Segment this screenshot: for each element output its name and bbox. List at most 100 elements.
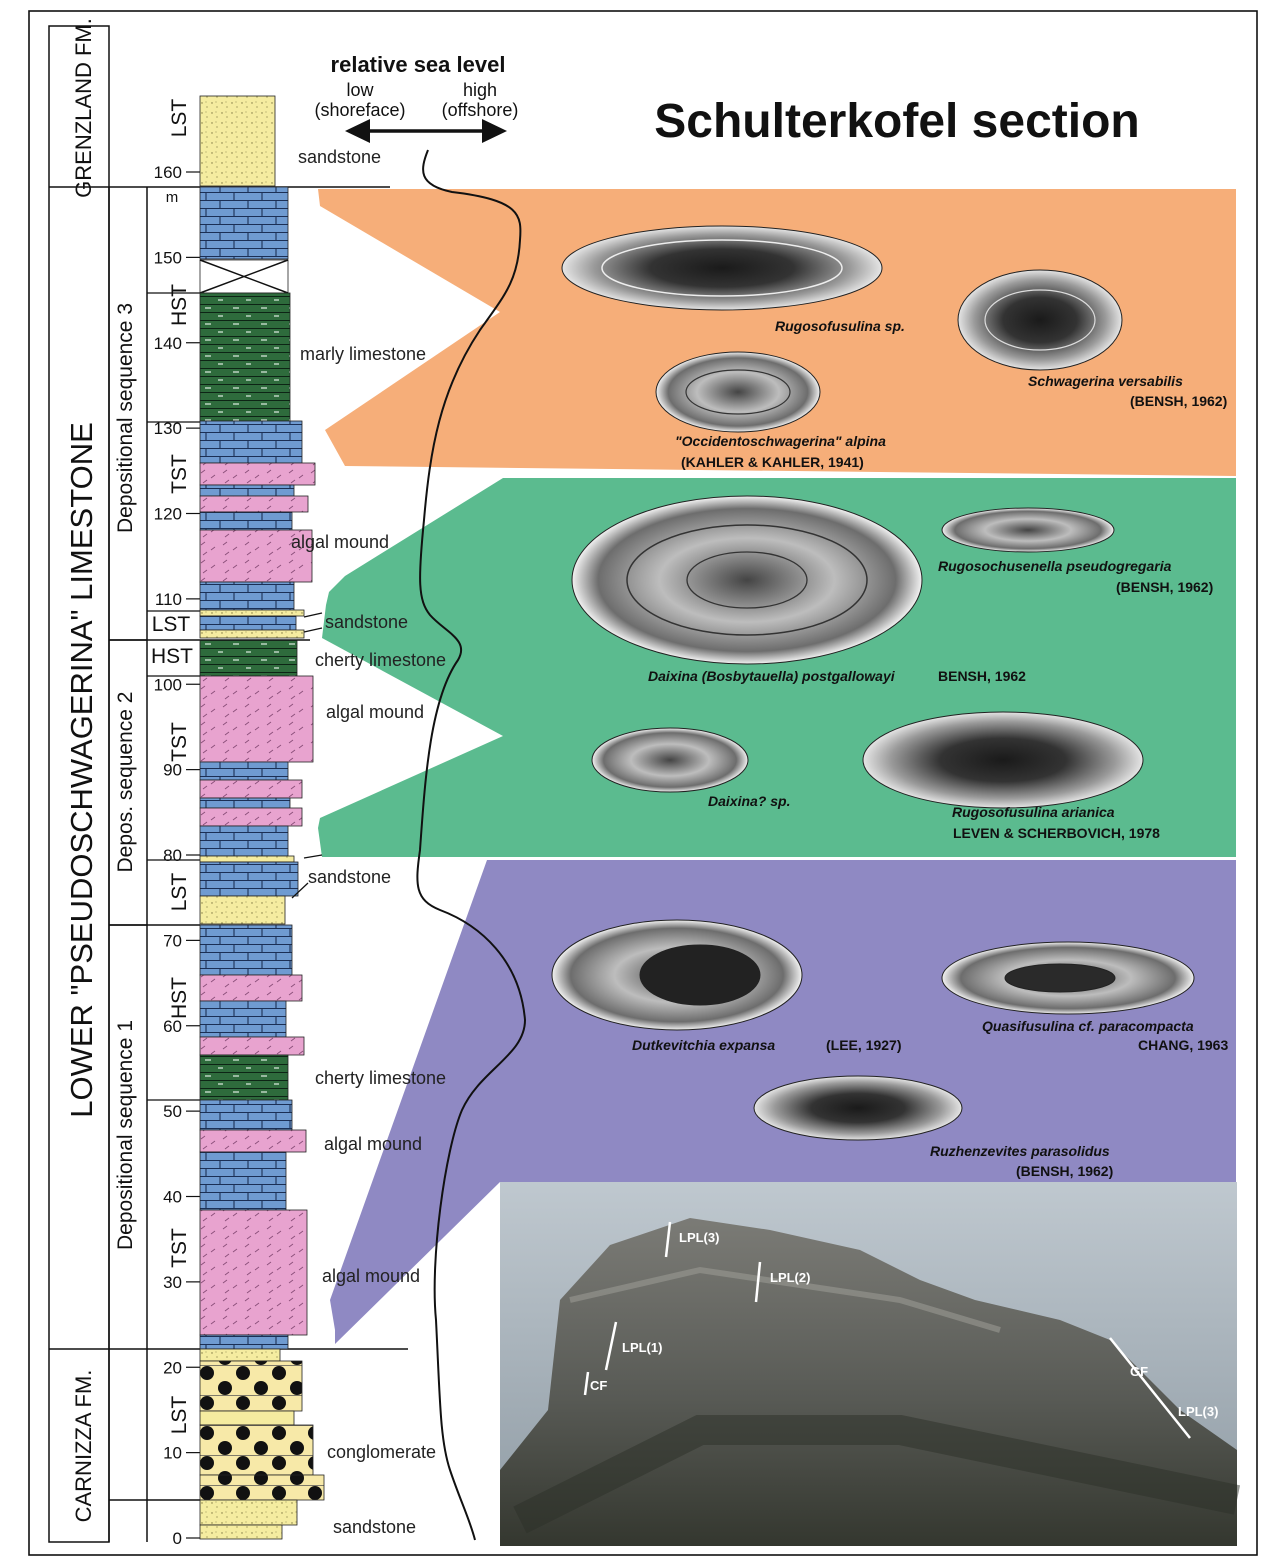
fossil-rugosofusulina-arianica bbox=[863, 712, 1143, 808]
tract-label-hst-2: HST bbox=[151, 645, 193, 668]
bed-limestone bbox=[200, 421, 302, 463]
bed-limestone bbox=[200, 826, 288, 856]
bed-limestone bbox=[200, 1152, 286, 1210]
tract-label-tst-3: TST bbox=[168, 1228, 191, 1268]
fossil-author-7: LEVEN & SCHERBOVICH, 1978 bbox=[953, 825, 1160, 841]
fossil-schwagerina-versabilis bbox=[958, 270, 1122, 370]
tract-label-hst-3: HST bbox=[168, 977, 191, 1019]
bed-algal bbox=[200, 496, 308, 512]
fossil-author-2: (BENSH, 1962) bbox=[1130, 393, 1227, 409]
sequence-label-1: Depositional sequence 1 bbox=[114, 1020, 137, 1250]
sequence-label-2: Depos. sequence 2 bbox=[114, 692, 137, 873]
fossil-name-10: Ruzhenzevites parasolidus bbox=[930, 1143, 1110, 1159]
scale-label-20: 20 bbox=[163, 1358, 182, 1377]
fossil-name-5: Daixina (Bosbytauella) postgallowayi bbox=[648, 668, 896, 684]
tract-label-lst-3: LST bbox=[168, 873, 191, 912]
bed-limestone bbox=[200, 798, 290, 808]
scale-label-90: 90 bbox=[163, 761, 182, 780]
fossil-daixina-postgallowayi bbox=[572, 496, 922, 664]
litho-label-sandstone-base: sandstone bbox=[333, 1517, 416, 1537]
bed-conglomerate bbox=[200, 1411, 294, 1425]
tract-label-lst: LST bbox=[168, 99, 191, 138]
bed-limestone bbox=[200, 862, 298, 896]
fossil-name-3: "Occidentoschwagerina" alpina bbox=[675, 433, 886, 449]
photo-label-lpl2: LPL(2) bbox=[770, 1270, 810, 1285]
bed-conglomerate bbox=[200, 1425, 313, 1475]
scale-unit: m bbox=[166, 189, 179, 206]
fossil-name-1: Rugosofusulina sp. bbox=[775, 318, 905, 334]
scale-label-40: 40 bbox=[163, 1188, 182, 1207]
fossil-author-3: (KAHLER & KAHLER, 1941) bbox=[681, 454, 864, 470]
scale-label-150: 150 bbox=[154, 248, 182, 267]
scale-label-50: 50 bbox=[163, 1102, 182, 1121]
fossil-name-9: Quasifusulina cf. paracompacta bbox=[982, 1018, 1194, 1034]
sea-level-low: low bbox=[346, 80, 374, 100]
litho-label-cherty-upper: cherty limestone bbox=[315, 650, 446, 670]
fossil-name-7: Rugosofusulina arianica bbox=[952, 804, 1115, 820]
fossil-name-6: Daixina? sp. bbox=[708, 793, 790, 809]
bed-cherty-limestone bbox=[200, 1055, 288, 1100]
bed-sandstone-top bbox=[200, 96, 275, 186]
sea-level-high-sub: (offshore) bbox=[442, 100, 519, 120]
bed-sandstone bbox=[200, 856, 294, 862]
fossil-author-4: (BENSH, 1962) bbox=[1116, 579, 1213, 595]
sea-level-low-sub: (shoreface) bbox=[314, 100, 405, 120]
scale-label-140: 140 bbox=[154, 334, 182, 353]
scale-label-100: 100 bbox=[154, 675, 182, 694]
formation-label-limestone: LOWER "PSEUDOSCHWAGERINA" LIMESTONE bbox=[64, 422, 99, 1118]
sea-level-heading: relative sea level bbox=[331, 52, 506, 77]
scale-label-60: 60 bbox=[163, 1017, 182, 1036]
scale-label-30: 30 bbox=[163, 1273, 182, 1292]
bed-algal bbox=[200, 463, 315, 485]
litho-label-sandstone-top: sandstone bbox=[298, 147, 381, 167]
bed-limestone bbox=[200, 512, 292, 530]
bed-limestone bbox=[200, 1100, 292, 1130]
bed-algal-mound bbox=[200, 1210, 307, 1335]
formation-label-carnizza: CARNIZZA FM. bbox=[71, 1370, 96, 1523]
tract-label-tst-2: TST bbox=[168, 722, 191, 762]
lithology-column bbox=[200, 96, 324, 1539]
meter-scale: 0102030405060708090100110120130140150160 bbox=[154, 163, 200, 1548]
bed-algal bbox=[200, 808, 302, 826]
bed-algal bbox=[200, 780, 302, 798]
litho-label-sandstone-low: sandstone bbox=[308, 867, 391, 887]
scale-label-130: 130 bbox=[154, 419, 182, 438]
scale-label-120: 120 bbox=[154, 505, 182, 524]
scale-label-160: 160 bbox=[154, 163, 182, 182]
fossil-rugosochusenella bbox=[942, 508, 1114, 552]
scale-label-70: 70 bbox=[163, 931, 182, 950]
bed-sandstone-base bbox=[200, 1525, 282, 1539]
bed-sandstone bbox=[200, 610, 304, 616]
litho-label-algal-4: algal mound bbox=[322, 1266, 420, 1286]
litho-label-conglomerate: conglomerate bbox=[327, 1442, 436, 1462]
litho-label-cherty-lower: cherty limestone bbox=[315, 1068, 446, 1088]
photo-label-lpl3-right: LPL(3) bbox=[1178, 1404, 1218, 1419]
bed-conglomerate bbox=[200, 1475, 324, 1500]
bed-limestone bbox=[200, 582, 294, 610]
bed-algal bbox=[200, 975, 302, 1001]
photo-label-cf: CF bbox=[590, 1378, 607, 1393]
scale-label-80: 80 bbox=[163, 846, 182, 865]
tract-label-tst: TST bbox=[168, 454, 191, 494]
bed-limestone bbox=[200, 1335, 288, 1349]
bed-algal-mound bbox=[200, 676, 313, 762]
bed-sandstone bbox=[200, 896, 285, 924]
bed-limestone bbox=[200, 1001, 286, 1037]
tract-label-lst-4: LST bbox=[168, 1396, 191, 1435]
fossil-name-8: Dutkevitchia expansa bbox=[632, 1037, 775, 1053]
scale-label-110: 110 bbox=[155, 590, 182, 609]
bed-limestone bbox=[200, 925, 292, 975]
mountain-photo bbox=[500, 1182, 1237, 1546]
tract-label-hst: HST bbox=[168, 284, 191, 326]
bed-limestone bbox=[200, 187, 288, 259]
bed-sandstone-base bbox=[200, 1500, 297, 1525]
photo-label-gf: GF bbox=[1130, 1364, 1148, 1379]
fossil-name-2: Schwagerina versabilis bbox=[1028, 373, 1183, 389]
litho-label-marly: marly limestone bbox=[300, 344, 426, 364]
bed-algal bbox=[200, 1037, 304, 1055]
formation-label-grenzland: GRENZLAND FM. bbox=[71, 18, 96, 198]
double-arrow-icon bbox=[345, 119, 507, 143]
scale-label-10: 10 bbox=[163, 1444, 182, 1463]
sea-level-high: high bbox=[463, 80, 497, 100]
bed-limestone bbox=[200, 762, 288, 780]
